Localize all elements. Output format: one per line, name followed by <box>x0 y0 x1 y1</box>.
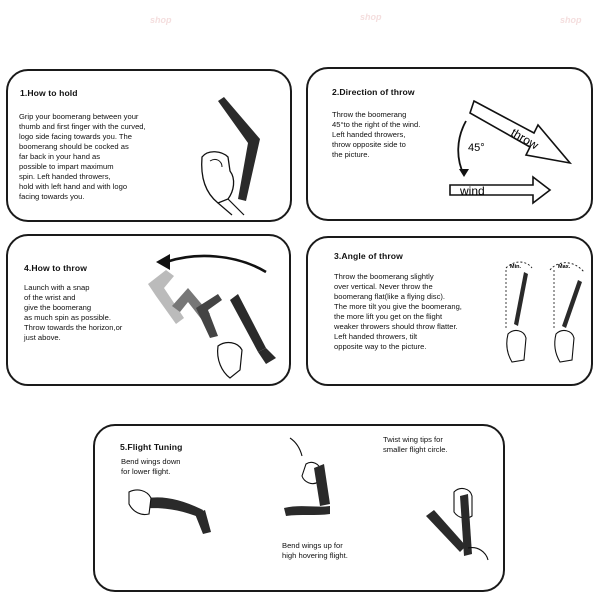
panel-text: Launch with a snap of the wrist and give… <box>24 283 123 342</box>
wind-label: wind <box>459 184 485 198</box>
panel-title: 1.How to hold <box>20 88 78 98</box>
watermark: shop <box>360 12 382 22</box>
bend-up-illustration <box>284 437 330 516</box>
min-label: Min. <box>510 264 521 270</box>
wind-direction-diagram: wind throw 45° <box>449 99 573 205</box>
max-label: Max. <box>558 264 571 270</box>
bend-down-illustration <box>128 489 211 534</box>
bend-up-text: Bend wings up for high hovering flight. <box>282 541 348 560</box>
panel-how-to-throw: 4.How to throw Launch with a snap of the… <box>6 234 291 386</box>
panel-how-to-hold: 1.How to hold Grip your boomerang betwee… <box>6 69 292 222</box>
bend-down-text: Bend wings down for lower flight. <box>121 457 181 476</box>
panel-title: 3.Angle of throw <box>334 251 403 261</box>
panel-text: Throw the boomerang 45°to the right of t… <box>332 110 421 159</box>
hand-holding-boomerang-illustration <box>201 97 260 216</box>
angle-label: 45° <box>468 142 485 154</box>
panel-text: Throw the boomerang slightly over vertic… <box>334 272 462 351</box>
panel-angle-of-throw: 3.Angle of throw Throw the boomerang sli… <box>306 236 593 386</box>
panel-title: 4.How to throw <box>24 263 87 273</box>
panel-direction-of-throw: 2.Direction of throw Throw the boomerang… <box>306 67 593 221</box>
panel-title: 5.Flight Tuning <box>120 442 183 452</box>
panel-text: Grip your boomerang between your thumb a… <box>19 112 146 201</box>
throw-angle-illustration: Min. Max. <box>505 261 585 363</box>
twist-text: Twist wing tips for smaller flight circl… <box>383 435 448 454</box>
twist-tips-illustration <box>426 487 489 561</box>
watermark: shop <box>150 15 172 25</box>
watermark: shop <box>560 15 582 25</box>
throw-motion-illustration <box>148 254 276 379</box>
panel-title: 2.Direction of throw <box>332 87 415 97</box>
panel-flight-tuning: 5.Flight Tuning Bend wings down for lowe… <box>93 424 505 592</box>
